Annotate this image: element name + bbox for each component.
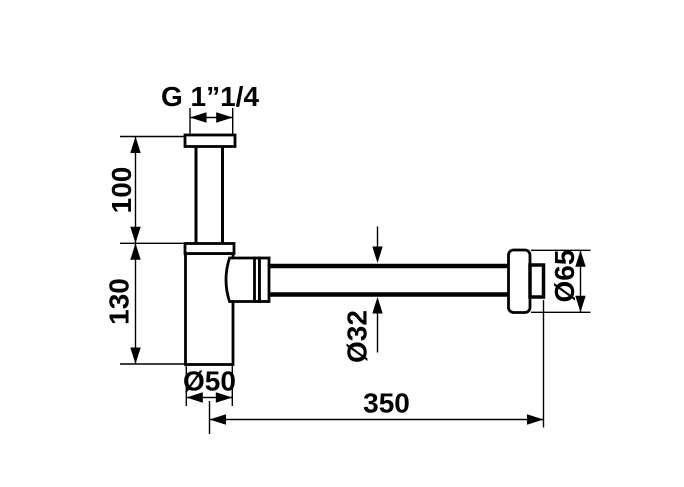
arrowhead-down: [575, 295, 586, 313]
dim-body-height: [120, 243, 185, 365]
arrowhead-left: [209, 414, 226, 425]
elbow-joint: [224, 256, 255, 303]
arrowhead-up: [130, 136, 141, 153]
arrowhead-down: [130, 347, 141, 364]
arrowhead-up: [575, 250, 586, 267]
arrowhead-down: [130, 226, 141, 244]
wall-rosette: [507, 248, 532, 314]
inlet-tube: [194, 146, 224, 245]
label-rosette-diameter: Ø65: [549, 250, 580, 303]
arrowhead-left: [186, 392, 203, 403]
label-thread-size: G 1”1/4: [161, 81, 259, 112]
body-collar: [183, 242, 236, 255]
dim-body-diameter: [185, 366, 234, 406]
dim-pipe-diameter: [372, 226, 383, 353]
wall-stub-pipe: [528, 263, 546, 299]
label-body-diameter: Ø50: [183, 366, 236, 397]
label-pipe-diameter: Ø32: [342, 310, 373, 363]
dim-inlet-height: [120, 135, 186, 245]
arrowhead-down: [372, 246, 383, 263]
arrowhead-left: [190, 112, 207, 123]
arrowhead-right: [527, 414, 544, 425]
arrowhead-up: [130, 243, 141, 260]
outlet-pipe: [267, 263, 510, 297]
label-pipe-length: 350: [363, 388, 410, 419]
arrowhead-right: [215, 392, 233, 403]
dim-thread: [189, 108, 234, 134]
dim-pipe-length: [208, 300, 545, 434]
arrowhead-up: [372, 297, 383, 314]
inlet-nut: [183, 133, 237, 148]
label-body-height: 130: [104, 278, 135, 325]
dim-rosette-diameter: [531, 249, 591, 313]
compression-nut: [258, 256, 271, 303]
label-inlet-tube-height: 100: [106, 167, 137, 214]
arrowhead-right: [216, 112, 233, 123]
